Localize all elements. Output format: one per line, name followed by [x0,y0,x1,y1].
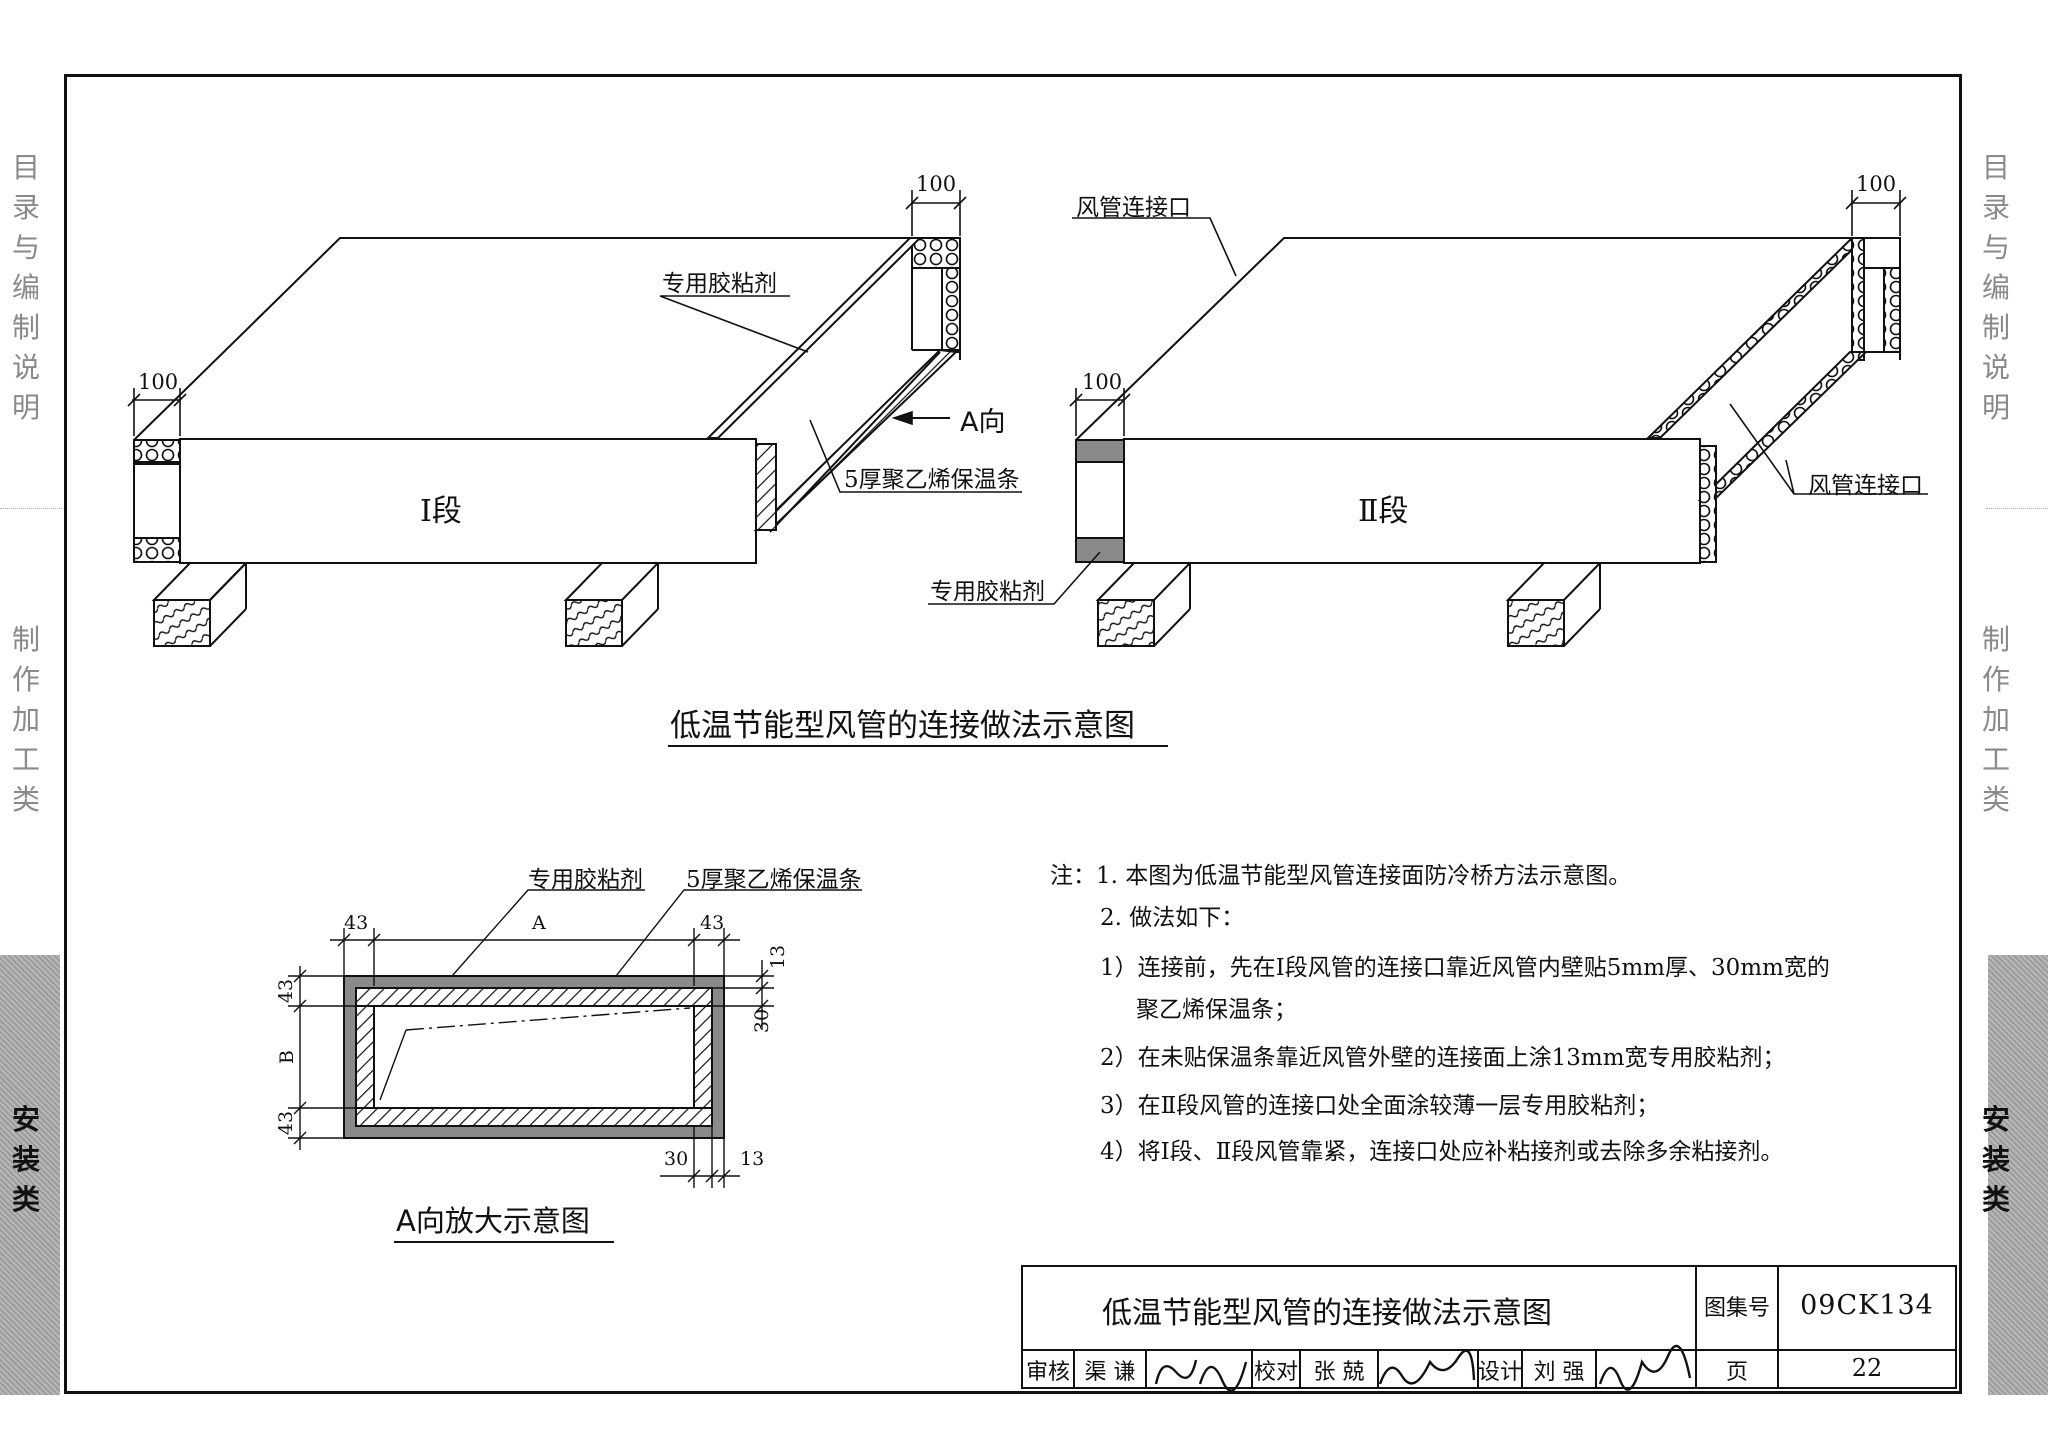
designer-signature [1598,1344,1692,1391]
section-2-connector-right-label: 风管连接口 [1808,473,1923,499]
section-1-strip-label: 5厚聚乙烯保温条 [844,467,1020,493]
main-diagram-title: 低温节能型风管的连接做法示意图 [670,708,1135,744]
section-2-dim-top: 100 [1856,172,1897,196]
note-line-6: 3）在Ⅱ段风管的连接口处全面涂较薄一层专用胶粘剂； [1100,1093,1660,1119]
side-nav-right-fabrication[interactable]: 制作加工类 [1981,623,2010,816]
title-block-atlas-no: 09CK134 [1800,1290,1934,1321]
detail-dim-43-top-left: 43 [344,912,369,934]
side-nav-right-catalog[interactable]: 目录与编制说明 [1981,151,2010,424]
section-1-adhesive-label: 专用胶粘剂 [662,271,777,297]
side-nav-left-installation[interactable]: 安装类 [11,1103,40,1216]
note-line-4: 聚乙烯保温条； [1136,997,1297,1023]
side-nav-left-catalog[interactable]: 目录与编制说明 [11,151,40,424]
title-block-page-no: 22 [1851,1354,1883,1382]
detail-dim-b: B [275,1050,298,1064]
section-2-connector-top-label: 风管连接口 [1076,195,1191,221]
section-2-label: Ⅱ段 [1358,494,1409,529]
right-nav-band [1988,955,2048,1395]
right-divider-top [1986,508,2048,509]
detail-dim-43-top-right: 43 [700,912,725,934]
note-line-1: 注：1. 本图为低温节能型风管连接面防冷桥方法示意图。 [1050,863,1632,889]
note-line-5: 2）在未贴保温条靠近风管外壁的连接面上涂13mm宽专用胶粘剂； [1100,1045,1786,1071]
drawing-frame [64,74,1962,1394]
title-block-check-name: 张 兢 [1313,1360,1365,1385]
section-2-leaders [928,190,1928,605]
title-block-page-label: 页 [1725,1360,1748,1385]
detail-dim-43-left-bottom: 43 [275,1110,298,1136]
title-block-title: 低温节能型风管的连接做法示意图 [1102,1296,1552,1331]
checker-signature [1378,1349,1476,1385]
detail-dim-30-right: 30 [751,1008,774,1034]
detail-title: A向放大示意图 [396,1204,590,1238]
side-nav-left-fabrication[interactable]: 制作加工类 [11,623,40,816]
note-line-3: 1）连接前，先在Ⅰ段风管的连接口靠近风管内壁贴5mm厚、30mm宽的 [1100,955,1830,981]
detail-dim-13-bottom: 13 [740,1148,765,1170]
title-block-design-label: 设计 [1478,1360,1523,1385]
detail-dim-a: A [532,912,546,934]
section-2-timber-supports [1095,562,1603,647]
detail-dim-13-right: 13 [767,944,790,970]
side-nav-right-installation[interactable]: 安装类 [1981,1103,2010,1216]
signatures [1154,1344,1692,1392]
section-2-adhesive-label: 专用胶粘剂 [930,579,1045,605]
detail-dim-30-bottom: 30 [664,1148,689,1170]
left-nav-band [0,955,60,1395]
detail-dimensions [288,889,862,1188]
title-block-review-name: 渠 谦 [1084,1360,1136,1385]
title-block-review-label: 审核 [1025,1360,1070,1385]
section-1-duct [133,237,961,564]
title-block-atlas-label: 图集号 [1703,1296,1770,1321]
section-2-dim-left: 100 [1082,370,1123,394]
section-1-dim-top: 100 [916,172,957,196]
title-block-design-name: 刘 强 [1533,1360,1585,1385]
section-1-label: Ⅰ段 [420,494,462,529]
detail-strip-label: 5厚聚乙烯保温条 [686,867,862,893]
section-1-timber-supports [151,562,661,647]
section-1-a-direction: A向 [960,407,1006,438]
section-2-duct [1075,237,1901,564]
reviewer-signature [1154,1359,1248,1392]
detail-adhesive-label: 专用胶粘剂 [528,867,643,893]
note-line-2: 2. 做法如下： [1100,905,1245,931]
detail-a-view [343,975,725,1139]
section-1-dim-left: 100 [138,370,179,394]
title-block-check-label: 校对 [1253,1360,1298,1385]
note-line-7: 4）将Ⅰ段、Ⅱ段风管靠紧，连接口处应补粘接剂或去除多余粘接剂。 [1100,1139,1784,1165]
title-block-grid [1021,1265,1957,1389]
detail-dim-43-left-top: 43 [275,978,298,1004]
section-1-leaders [127,190,1022,493]
left-divider-top [0,508,62,509]
